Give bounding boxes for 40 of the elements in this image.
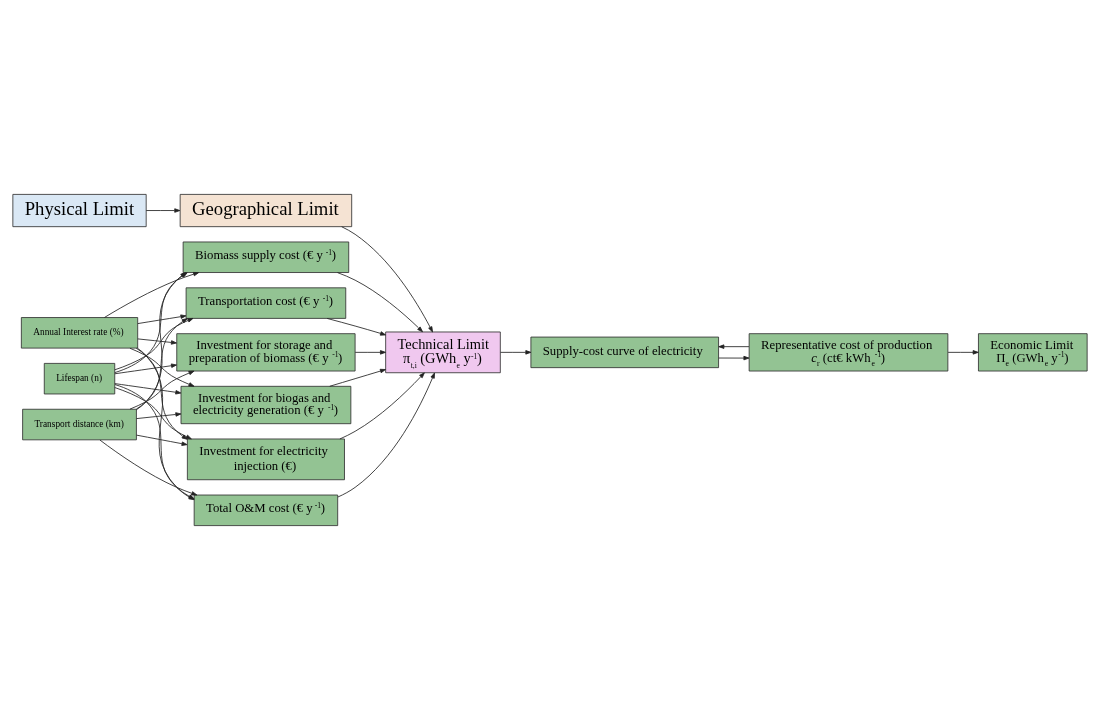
arrow (129, 370, 195, 410)
node-box: Annual Interest rate (%) (20, 317, 139, 349)
arrow (114, 363, 177, 375)
arrow (341, 226, 433, 333)
node-box: Geographical Limit (179, 193, 353, 228)
arrow (947, 350, 979, 355)
arrow (500, 350, 532, 355)
arrow (135, 347, 188, 440)
arrow (329, 368, 386, 387)
arrow (99, 439, 198, 496)
node-box: Investment for storage and preparation of biomass (€ y$^{-1}$) (176, 333, 356, 372)
arrow (145, 208, 181, 213)
node-box: Technical Limit π$_{t,i}$ (GWh$_{e}$ y$^{-1}$) (385, 331, 501, 374)
arrow (114, 318, 194, 371)
node-box: Biomass supply cost (€ y$^{-1}$) (182, 241, 350, 273)
arrow (337, 272, 423, 333)
node-box: Representative cost of production c$_{r}$ (ct€ kWh$_{e}$$^{-1}$) (748, 333, 949, 372)
node-box: Transport distance (km) (22, 408, 137, 441)
arrow (354, 350, 386, 355)
arrow (337, 372, 435, 498)
arrow (136, 434, 188, 446)
arrow (339, 372, 425, 440)
node-box: Supply-cost curve of electricity (530, 336, 719, 369)
arrow (114, 383, 182, 395)
node-box: Transportation cost (€ y$^{-1}$) (185, 287, 347, 319)
node-box: Economic Limit Π$_{e}$ (GWh$_{e}$ y$^{-1}$) (978, 333, 1088, 372)
arrow (326, 318, 386, 336)
arrow (136, 412, 182, 420)
arrow (718, 355, 750, 361)
node-box: Investment for electricity injection (€) (186, 438, 345, 481)
arrow (135, 318, 188, 410)
arrow (114, 387, 192, 440)
node-box: Investment for biogas and electricity generation (€ y$^{-1}$) (180, 385, 352, 425)
node-box: Lifespan (n) (43, 362, 116, 395)
arrow (718, 344, 750, 349)
arrow (129, 347, 195, 387)
arrow (137, 338, 177, 345)
node-box: Total O&M cost (€ y$^{-1}$) (193, 494, 339, 527)
arrow (137, 314, 187, 324)
node-box: Physical Limit (12, 193, 147, 228)
